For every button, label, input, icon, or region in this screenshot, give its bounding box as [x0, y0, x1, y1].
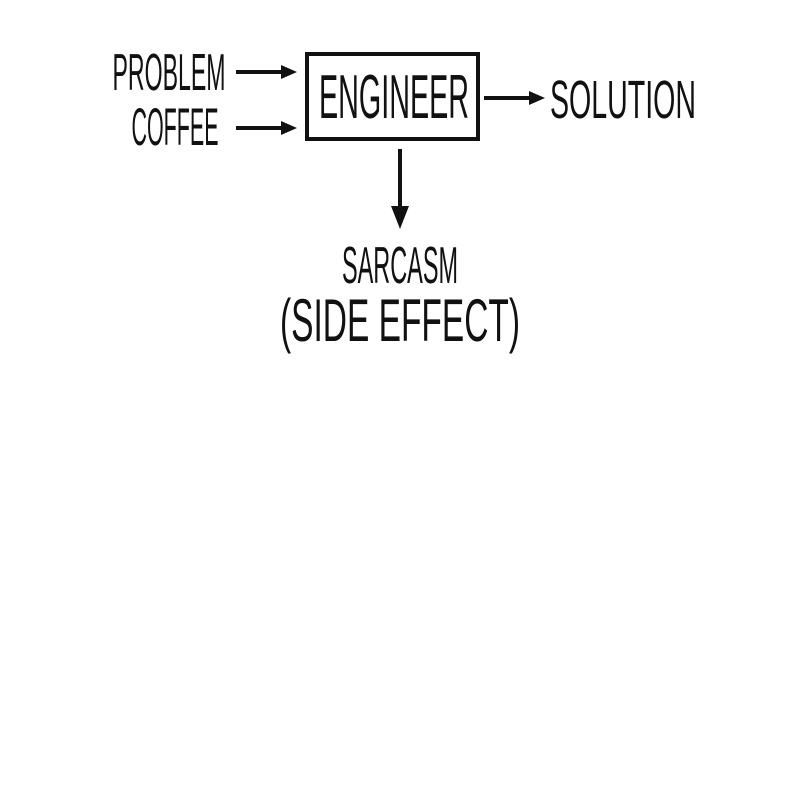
arrow-engineer-to-sarcasm: [391, 149, 409, 229]
arrow-problem-to-engineer: [236, 65, 297, 79]
arrow-coffee-to-engineer: [236, 121, 297, 135]
process-box: [305, 52, 480, 141]
process-label-engineer: ENGINEER: [319, 63, 469, 132]
input-label-coffee: COFFEE: [132, 98, 219, 157]
input-label-problem: PROBLEM: [113, 44, 226, 102]
side-effect-label-sarcasm: SARCASM: [342, 237, 458, 295]
arrow-engineer-to-solution: [484, 91, 545, 105]
output-label-solution: SOLUTION: [550, 70, 696, 130]
side-effect-qualifier: (SIDE EFFECT): [280, 287, 520, 354]
